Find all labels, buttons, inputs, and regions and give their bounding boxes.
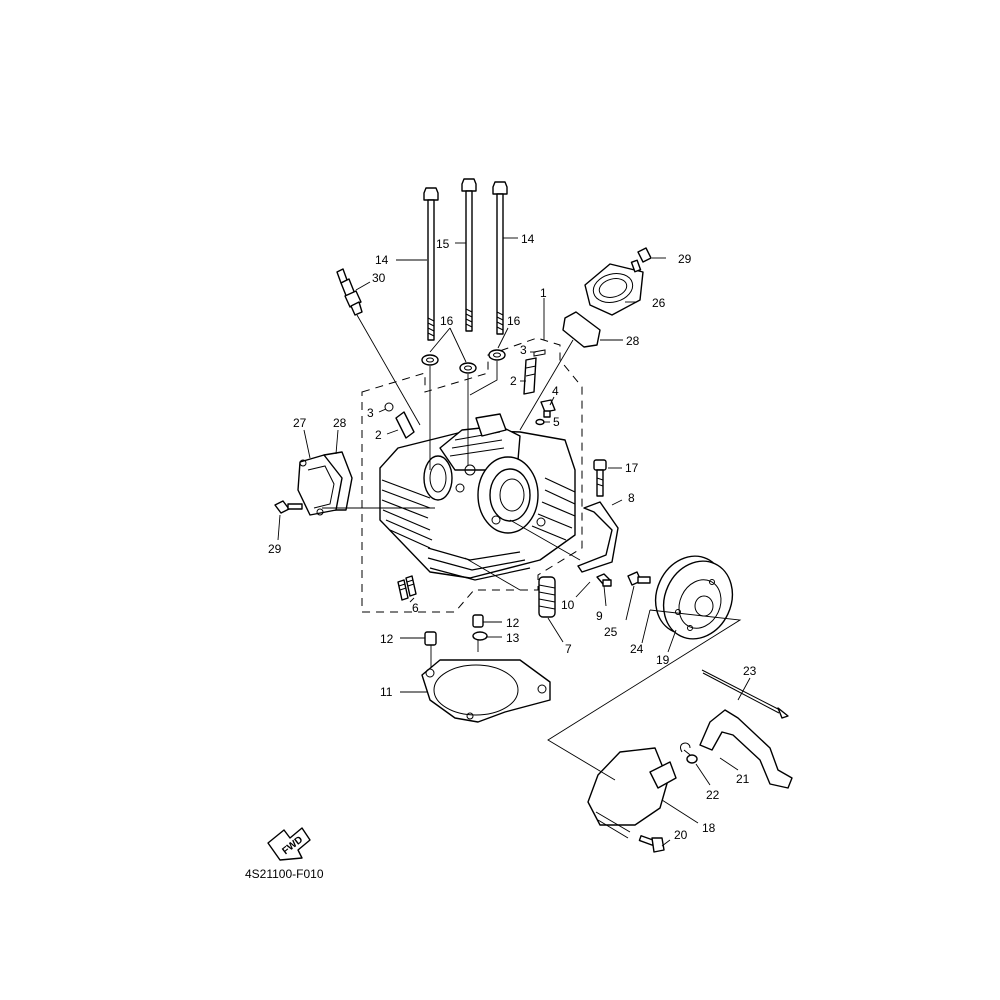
dowel-pin-left[interactable] [424,631,437,646]
callout-3-rear: 3 [367,406,374,420]
callout-1: 1 [540,286,547,300]
callout-12-left: 12 [380,632,394,646]
callout-18: 18 [702,821,716,835]
callout-5: 5 [553,415,560,429]
o-ring-small[interactable] [535,418,545,426]
callout-21: 21 [736,772,750,786]
callout-11: 11 [380,685,393,699]
callout-2-front: 2 [510,374,517,388]
callout-30: 30 [372,271,386,285]
washer-13[interactable] [472,631,488,641]
cam-cover-round[interactable] [651,550,745,650]
callout-8: 8 [628,491,635,505]
callout-29-top: 29 [678,252,692,266]
cable-tie[interactable] [701,669,789,719]
hose-clamp[interactable] [680,742,698,764]
bolt-29-left[interactable] [274,500,303,514]
callout-4: 4 [552,384,559,398]
cylinder-head-assembly-boundary [361,337,583,613]
side-cover[interactable] [297,454,343,516]
washer-left[interactable] [421,354,439,366]
callout-3-front: 3 [520,343,527,357]
cam-chain-guide-spring[interactable] [538,576,556,618]
callout-15: 15 [436,237,450,251]
callout-25: 25 [604,625,618,639]
callout-28-top: 28 [626,334,640,348]
washer-right[interactable] [488,349,506,361]
head-bolt-left[interactable] [423,187,439,341]
breather-gasket[interactable] [562,311,601,348]
breather-hose[interactable] [699,709,793,789]
spark-plug[interactable] [336,268,363,316]
callout-22: 22 [706,788,720,802]
oil-cover[interactable] [587,747,677,839]
stud-bolts[interactable] [397,575,417,601]
callout-16-left: 16 [440,314,454,328]
callout-27: 27 [293,416,307,430]
callout-7: 7 [565,642,572,656]
guide-line-head-front [509,519,581,561]
bolt-29-top[interactable] [630,247,652,273]
oil-cover-bolt[interactable] [638,835,665,853]
callout-19: 19 [656,653,670,667]
callout-14-right: 14 [521,232,535,246]
callout-13: 13 [506,631,520,645]
callout-10: 10 [561,598,575,612]
guide-line-head-left [464,557,521,591]
callout-6: 6 [412,601,419,615]
guide-line-spark-plug [356,314,421,426]
guide-line-breather [519,339,574,431]
cylinder-head[interactable] [379,413,576,581]
callout-29-left: 29 [268,542,282,556]
callout-17: 17 [625,461,639,475]
valve-guide-clip-rear[interactable] [384,402,394,412]
callout-12-right: 12 [506,616,520,630]
callout-26: 26 [652,296,666,310]
dowel-pin-right[interactable] [472,614,484,628]
callout-28-left: 28 [333,416,347,430]
valve-guide-clip-front[interactable] [533,349,546,357]
figure-code: 4S21100-F010 [245,867,324,881]
callout-2-rear: 2 [375,428,382,442]
valve-guide-front[interactable] [523,357,537,395]
bolt-17[interactable] [593,459,607,497]
washer-center[interactable] [459,362,477,374]
guide-line-washer-right [469,361,498,396]
guide-line-cover-frame [547,609,742,781]
head-bolt-right[interactable] [492,181,508,335]
cover-gasket[interactable] [577,501,619,573]
callout-9: 9 [596,609,603,623]
forward-direction-arrow: FWD [267,827,311,861]
callout-24: 24 [630,642,644,656]
callout-16-right: 16 [507,314,521,328]
bolt-25[interactable] [627,571,651,586]
callout-14-left: 14 [375,253,389,267]
head-bolt-center[interactable] [461,178,477,332]
valve-guide-rear[interactable] [395,411,415,439]
callout-20: 20 [674,828,688,842]
callout-23: 23 [743,664,757,678]
bolt-small[interactable] [596,573,612,587]
cylinder-head-gasket[interactable] [421,659,551,723]
